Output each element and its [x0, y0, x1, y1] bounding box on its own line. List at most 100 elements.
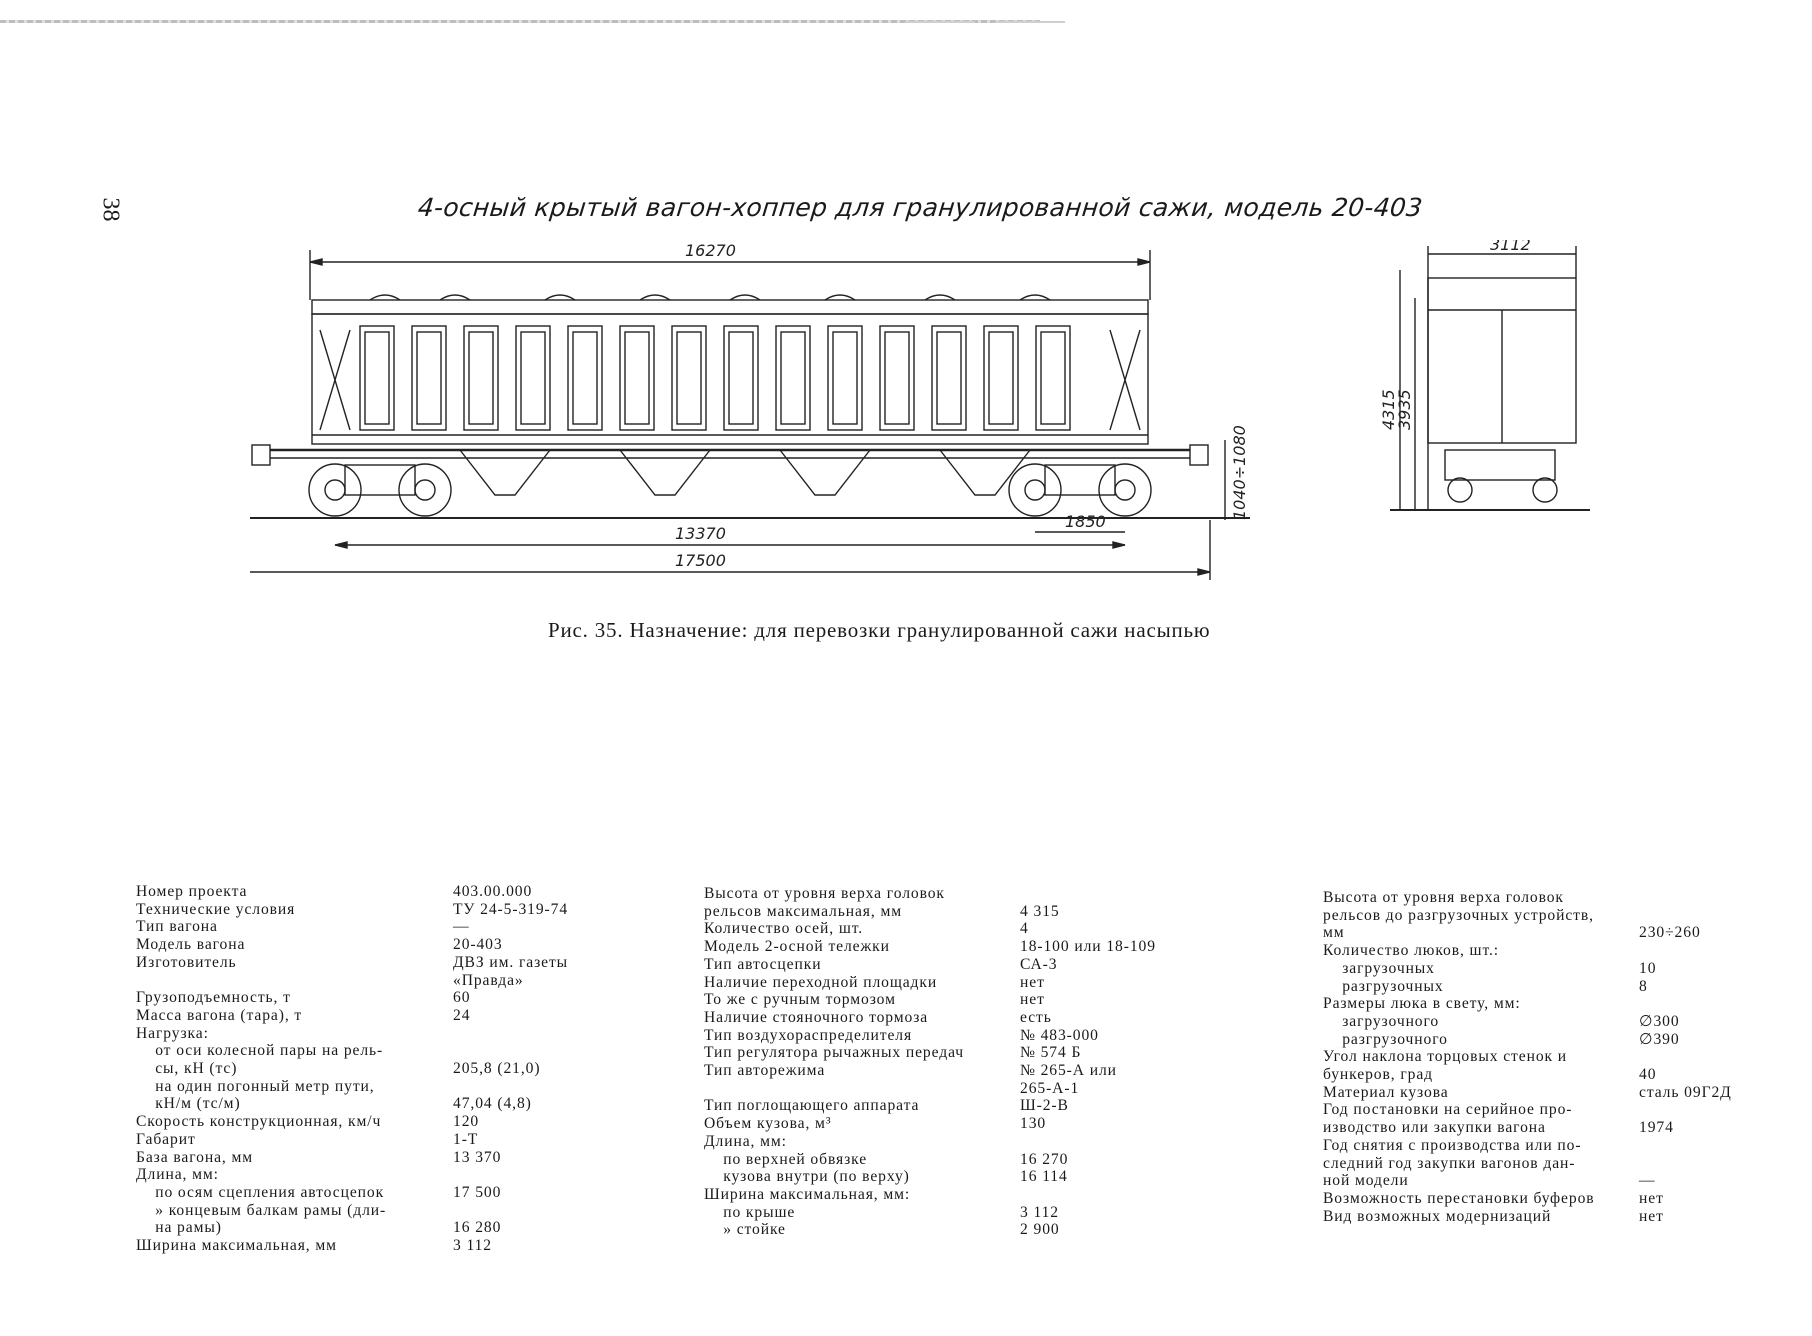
- spec-value: ∅300: [1639, 1012, 1680, 1030]
- spec-label: Масса вагона (тара), т: [136, 1006, 303, 1024]
- spec-value: № 483-000: [1020, 1026, 1099, 1044]
- spec-value: 47,04 (4,8): [453, 1095, 532, 1113]
- figure-caption: Рис. 35. Назначение: для перевозки грану…: [548, 618, 1211, 642]
- spec-label: То же с ручным тормозом: [704, 991, 896, 1009]
- spec-row: сы, кН (тс)205,8 (21,0): [136, 1060, 568, 1078]
- dim-total-length: 17500: [675, 551, 726, 570]
- spec-row: Высота от уровня верха головок: [704, 885, 1156, 903]
- spec-row: разгрузочного∅390: [1323, 1031, 1732, 1049]
- spec-label: по верхней обвязке: [704, 1150, 868, 1168]
- spec-label: Изготовитель: [136, 953, 237, 971]
- spec-label: разгрузочного: [1323, 1030, 1448, 1048]
- spec-label: Количество люков, шт.:: [1323, 942, 1500, 960]
- spec-label: База вагона, мм: [136, 1148, 254, 1166]
- spec-label: Скорость конструкционная, км/ч: [136, 1113, 382, 1131]
- spec-label: » стойке: [704, 1221, 786, 1239]
- spec-label: Модель вагона: [136, 936, 246, 954]
- spec-label: Ширина максимальная, мм: [136, 1237, 337, 1255]
- spec-label: Грузоподъемность, т: [136, 989, 291, 1007]
- spec-label: Ширина максимальная, мм:: [704, 1185, 911, 1203]
- spec-row: База вагона, мм 13 370: [136, 1149, 568, 1167]
- spec-row: на рамы)16 280: [136, 1219, 568, 1237]
- spec-value: 18-100 или 18-109: [1020, 938, 1156, 956]
- spec-row: Количество люков, шт.:: [1323, 942, 1732, 960]
- spec-row: Тип вагона—: [136, 918, 568, 936]
- spec-label: Длина, мм:: [136, 1166, 219, 1184]
- spec-label: кН/м (тс/м): [136, 1095, 241, 1113]
- spec-label: мм: [1323, 924, 1345, 942]
- spec-value: Ш-2-В: [1020, 1097, 1069, 1115]
- spec-value: сталь 09Г2Д: [1639, 1083, 1732, 1101]
- spec-label: загрузочного: [1323, 1012, 1440, 1030]
- spec-value: 265-А-1: [1020, 1079, 1080, 1097]
- spec-value: 16 280: [453, 1219, 502, 1237]
- spec-value: № 265-А или: [1020, 1062, 1117, 1080]
- spec-label: [136, 972, 453, 990]
- spec-value: 230÷260: [1639, 924, 1701, 942]
- spec-label: Нагрузка:: [136, 1024, 209, 1042]
- spec-row: на один погонный метр пути,: [136, 1078, 568, 1096]
- spec-label: » концевым балкам рамы (дли-: [136, 1201, 387, 1219]
- dim-wagon-base: 13370: [675, 524, 726, 543]
- spec-row: Длина, мм:: [136, 1166, 568, 1184]
- spec-label: Высота от уровня верха головок: [704, 885, 945, 902]
- spec-value: есть: [1020, 1008, 1052, 1026]
- spec-value: 13 370: [453, 1148, 502, 1166]
- spec-value: 8: [1639, 977, 1648, 995]
- spec-row: Высота от уровня верха головок: [1323, 889, 1732, 907]
- spec-value: СА-3: [1020, 955, 1058, 973]
- spec-label: Технические условия: [136, 900, 296, 918]
- spec-label: следний год закупки вагонов дан-: [1323, 1154, 1576, 1172]
- spec-value: 1-Т: [453, 1130, 479, 1148]
- spec-row: кН/м (тс/м) 47,04 (4,8): [136, 1095, 568, 1113]
- spec-row: Длина, мм:: [704, 1133, 1156, 1151]
- spec-row: Год снятия с производства или по-: [1323, 1137, 1732, 1155]
- spec-value: 4 315: [1020, 902, 1060, 920]
- spec-label: Наличие стояночного тормоза: [704, 1008, 929, 1026]
- spec-label: Угол наклона торцовых стенок и: [1323, 1048, 1568, 1066]
- spec-label: от оси колесной пары на рель-: [136, 1042, 384, 1060]
- spec-value: ДВЗ им. газеты: [453, 953, 569, 971]
- spec-value: 40: [1639, 1066, 1657, 1084]
- spec-label: Тип поглощающего аппарата: [704, 1097, 920, 1115]
- spec-label: кузова внутри (по верху): [704, 1168, 910, 1186]
- spec-value: 3 112: [1020, 1203, 1060, 1221]
- spec-value: «Правда»: [453, 971, 524, 989]
- scan-artifact-line: [0, 20, 1040, 23]
- spec-row: Год постановки на серийное про-: [1323, 1101, 1732, 1119]
- spec-row: рельсов максимальная, мм 4 315: [704, 903, 1156, 921]
- spec-value: 20-403: [453, 936, 503, 954]
- scan-artifact-line: [905, 21, 975, 23]
- spec-value: 130: [1020, 1115, 1047, 1133]
- spec-value: 10: [1639, 959, 1657, 977]
- spec-value: 1974: [1639, 1119, 1674, 1137]
- spec-label: Год постановки на серийное про-: [1323, 1101, 1573, 1119]
- spec-label: Объем кузова, м³: [704, 1115, 832, 1133]
- spec-row: Размеры люка в свету, мм:: [1323, 995, 1732, 1013]
- spec-row: следний год закупки вагонов дан-: [1323, 1155, 1732, 1173]
- spec-row: Ширина максимальная, мм:: [704, 1186, 1156, 1204]
- wagon-drawing: 16270 13370 17500 1850 1040÷1080 3112 43…: [250, 240, 1590, 580]
- spec-label: сы, кН (тс): [136, 1060, 238, 1078]
- spec-value: —: [1639, 1172, 1656, 1190]
- spec-label: Количество осей, шт.: [704, 920, 864, 938]
- spec-label: рельсов максимальная, мм: [704, 902, 903, 920]
- spec-label: рельсов до разгрузочных устройств,: [1323, 906, 1594, 924]
- spec-value: ТУ 24-5-319-74: [453, 900, 569, 918]
